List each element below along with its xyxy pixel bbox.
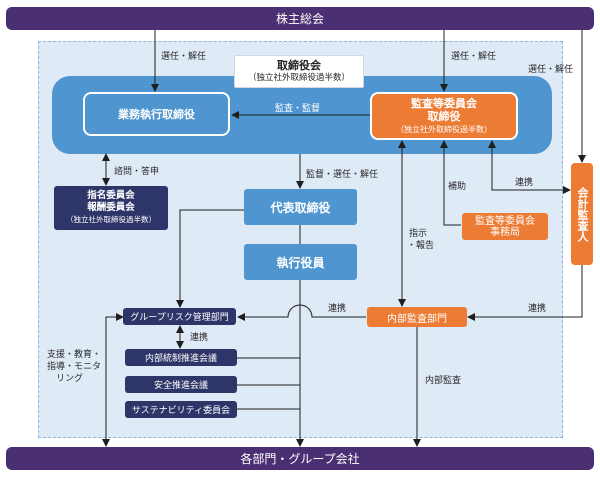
arrow-internal-audit-to-risk: [237, 304, 366, 321]
board-of-directors-label: 取締役会 （独立社外取締役過半数）: [234, 55, 364, 88]
internal-control-meeting-box: 内部統制推進会議: [125, 349, 237, 366]
executive-directors-box: 業務執行取締役: [83, 92, 230, 136]
shareholders-meeting-bar: 株主総会: [6, 7, 594, 30]
label-elect-dismiss-center: 選任・解任: [451, 52, 497, 62]
label-elect-dismiss-left: 選任・解任: [161, 52, 207, 62]
group-risk-management-box: グループリスク管理部門: [123, 308, 236, 325]
arrow-audit-to-auditor: [488, 140, 571, 194]
internal-audit-department-box: 内部監査部門: [367, 307, 467, 327]
label-elect-dismiss-right: 選任・解任: [528, 65, 574, 75]
label-audit-supervise: 監査・監督: [275, 104, 321, 114]
line-audit-to-office: [440, 140, 461, 226]
nomination-line2: 報酬委員会: [87, 202, 135, 213]
safety-meeting-box: 安全推進会議: [125, 376, 237, 393]
board-title: 取締役会: [277, 58, 321, 72]
label-internal-audit: 内部監査: [425, 376, 462, 386]
audit-committee-line1: 監査等委員会: [411, 96, 477, 110]
audit-office-line2: 事務局: [490, 226, 520, 238]
label-cooperation-risk: 連携: [190, 333, 209, 343]
audit-office-line1: 監査等委員会: [475, 215, 535, 227]
arrow-representative-to-risk: [176, 209, 244, 308]
representative-director-box: 代表取締役: [244, 189, 357, 225]
label-cooperation-internal: 連携: [328, 304, 347, 314]
arrow-auditor-to-internal-audit: [467, 265, 583, 321]
label-report: ・報告: [407, 241, 435, 251]
nomination-line3: （独立社外取締役過半数）: [66, 215, 156, 224]
audit-committee-office-box: 監査等委員会 事務局: [462, 213, 548, 240]
label-assist: 補助: [448, 182, 467, 192]
accounting-auditor-box: 会計監査人: [571, 163, 593, 265]
arrow-risk-to-departments: [102, 313, 124, 447]
label-instruct: 指示: [409, 229, 428, 239]
label-supervise-elect-dismiss: 監督・選任・解任: [306, 170, 379, 180]
label-support-line1: 支援・教育・: [47, 350, 102, 360]
audit-committee-directors-box: 監査等委員会 取締役 （独立社外取締役過半数）: [370, 92, 518, 140]
board-subtitle: （独立社外取締役過半数）: [247, 72, 350, 83]
label-consult-report: 諮問・答申: [114, 167, 160, 177]
nomination-line1: 指名委員会: [87, 190, 135, 201]
label-cooperation-auditor-internal: 連携: [528, 304, 547, 314]
sustainability-committee-box: サステナビリティ委員会: [125, 401, 237, 418]
label-cooperation-auditor: 連携: [515, 178, 534, 188]
label-support-line3: リング: [56, 374, 84, 384]
nomination-remuneration-committees-box: 指名委員会 報酬委員会 （独立社外取締役過半数）: [54, 186, 168, 230]
departments-group-companies-bar: 各部門・グループ会社: [6, 447, 594, 470]
label-support-line2: 指導・モニタ: [47, 362, 102, 372]
audit-committee-line3: （独立社外取締役過半数）: [396, 124, 492, 134]
executive-officers-box: 執行役員: [244, 244, 357, 280]
audit-committee-line2: 取締役: [427, 109, 461, 123]
